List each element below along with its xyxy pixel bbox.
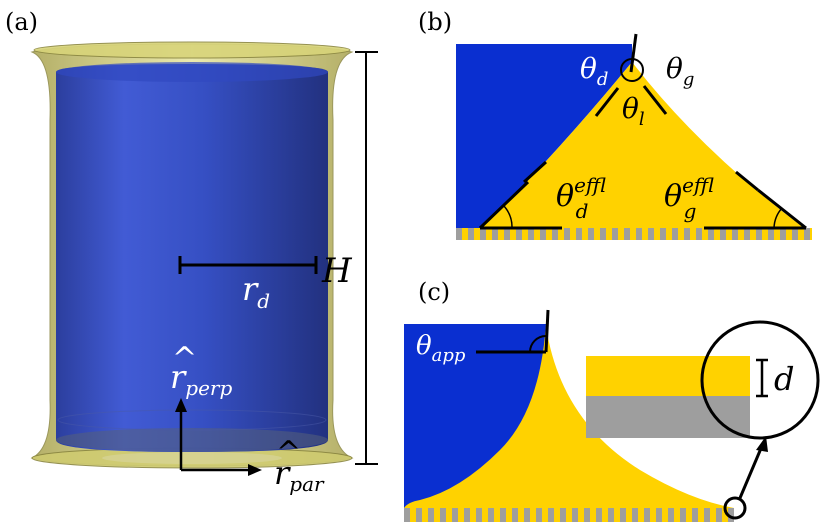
r-par-label: rpar [274,454,325,496]
blue-phase [456,44,632,228]
theta-g-label: θg [666,52,694,90]
substrate-c [404,508,734,522]
eff-lg-arc [773,207,783,229]
r-perp-label: rperp [170,358,232,400]
panel-a-label: (a) [5,8,38,36]
r-perp-arrowhead [175,398,187,412]
blue-phase-c [404,324,546,508]
theta-app-label: θapp [416,331,466,366]
radius-label: rd [242,270,270,313]
panel-c-label: (c) [418,278,450,306]
r-perp-hat: ^ [172,341,197,376]
inset-liquid-layer [586,356,750,396]
tangent-d-upper [594,87,620,117]
eff-ld-line [478,180,530,230]
cylinder-band [57,409,327,431]
substrate-c-pillars [404,508,734,522]
vertical-interface [629,33,638,73]
height-label: H [321,251,353,291]
zoom-arrowhead [756,436,768,452]
tangent-g-upper [642,85,668,115]
base-highlight [102,452,282,464]
app-vertical [544,309,550,353]
zoom-circle [700,320,820,440]
contact-circle [620,58,644,82]
zoom-source-circle [723,496,747,520]
zoom-arrow [738,445,764,499]
thickness-label: d [774,360,794,398]
panel-a: (a) H rd ^ rperp ^ rpar [5,8,378,496]
tangent-d-lower [522,160,548,184]
r-par-arrowhead [248,464,262,476]
droplet-cylinder [56,64,328,452]
yellow-liquid [482,62,804,228]
cylinder-top [56,62,328,82]
eff-ld-arc [503,205,513,229]
tangent-g-lower [735,170,759,192]
inset-solid-layer [586,396,750,438]
app-arc [529,335,547,353]
panel-b: (b) θd θg [418,8,812,240]
panel-b-label: (b) [418,8,452,36]
theta-d-label: θd [580,52,608,90]
substrate-b-pillars [456,228,810,240]
theta-l-label: θl [622,92,645,130]
cylinder-bottom [56,428,328,452]
top-rim [33,41,351,59]
r-par-hat: ^ [276,435,301,470]
panel-c: (c) θapp [404,278,820,522]
